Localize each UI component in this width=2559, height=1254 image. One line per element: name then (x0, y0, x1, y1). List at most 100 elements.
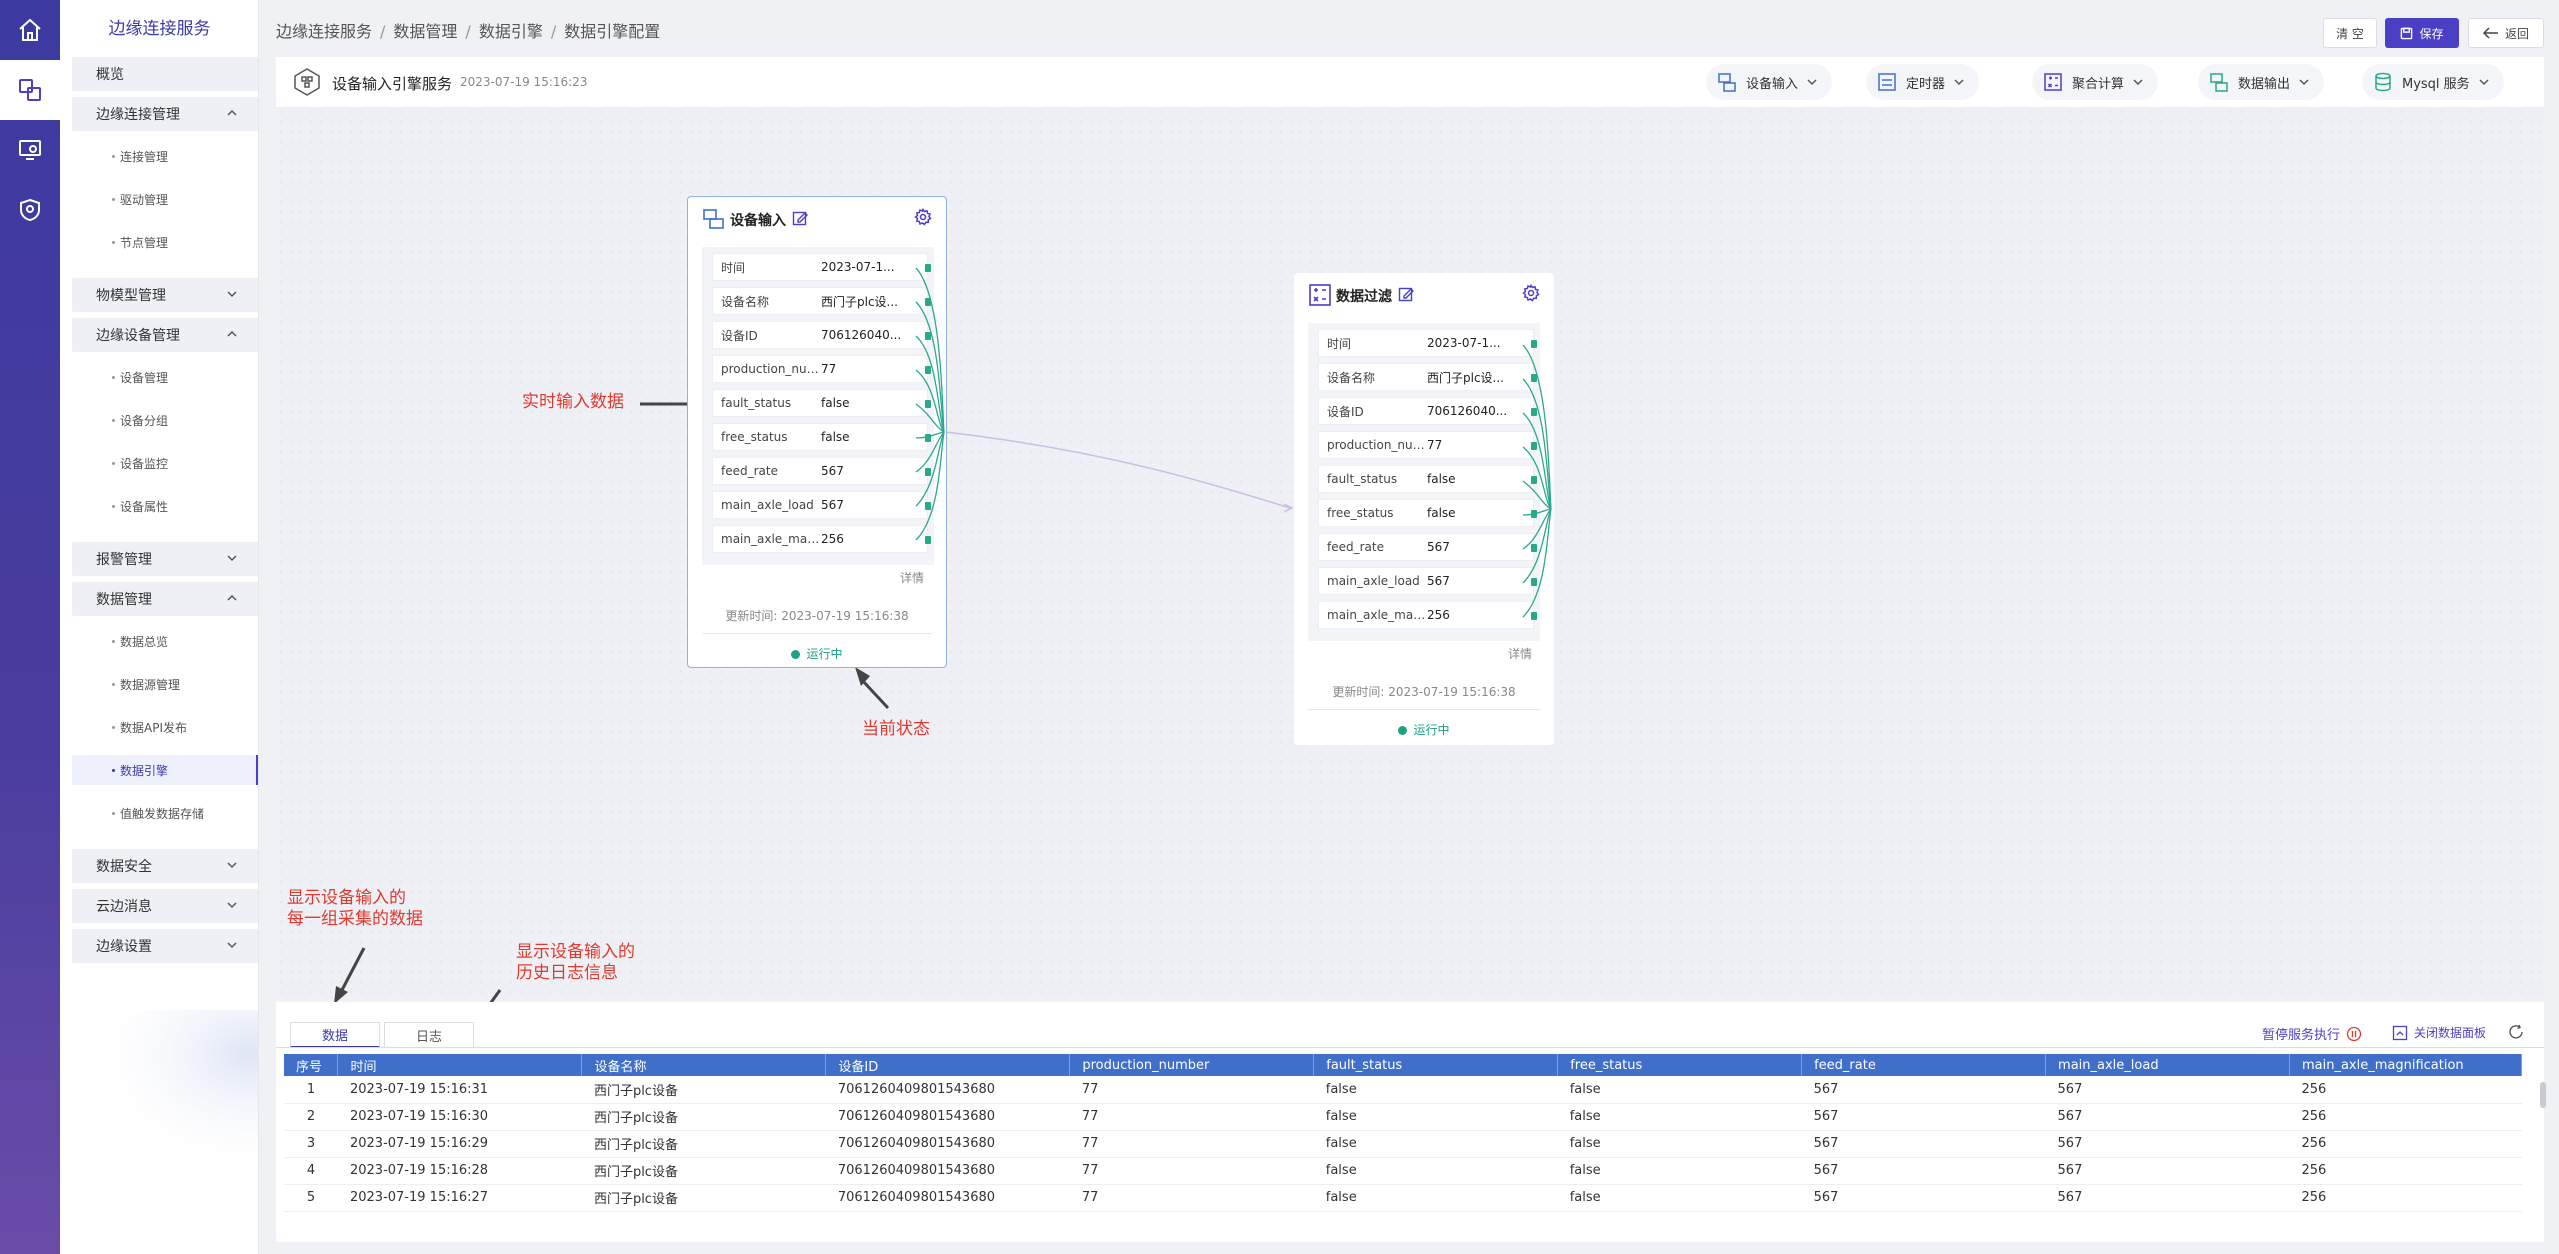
sidebar-group-18[interactable]: 数据安全 (72, 849, 258, 883)
sidebar-group-0[interactable]: 概览 (72, 57, 258, 91)
tab-data[interactable]: 数据 (290, 1022, 380, 1048)
output-port[interactable] (1531, 374, 1537, 382)
field-row[interactable]: production_number77 (712, 355, 931, 383)
sidebar-item-17[interactable]: 值触发数据存储 (72, 798, 258, 828)
field-row[interactable]: production_number77 (1318, 431, 1537, 459)
output-port[interactable] (925, 400, 931, 408)
output-port[interactable] (1531, 408, 1537, 416)
detail-link[interactable]: 详情 (1507, 647, 1532, 661)
output-port[interactable] (1531, 612, 1537, 620)
sidebar-group-6[interactable]: 边缘设备管理 (72, 318, 258, 352)
mysql-service-dropdown[interactable]: Mysql 服务 (2362, 64, 2504, 100)
column-header[interactable]: free_status (1557, 1054, 1803, 1076)
aggregate-dropdown[interactable]: 聚合计算 (2032, 64, 2159, 100)
timer-dropdown[interactable]: 定时器 (1866, 64, 1980, 100)
sidebar-group-5[interactable]: 物模型管理 (72, 278, 258, 312)
edit-icon[interactable] (1398, 286, 1414, 302)
gear-icon[interactable] (914, 208, 932, 226)
sidebar-group-11[interactable]: 报警管理 (72, 542, 258, 576)
column-header[interactable]: main_axle_magnification (2289, 1054, 2523, 1076)
column-header[interactable]: feed_rate (1801, 1054, 2047, 1076)
output-port[interactable] (1531, 578, 1537, 586)
output-port[interactable] (925, 366, 931, 374)
column-header[interactable]: 时间 (337, 1054, 583, 1076)
shield-icon[interactable] (0, 180, 60, 240)
output-port[interactable] (925, 502, 931, 510)
output-port[interactable] (925, 536, 931, 544)
breadcrumb-item[interactable]: 边缘连接服务 (276, 22, 373, 41)
output-port[interactable] (1531, 544, 1537, 552)
device-input-dropdown[interactable]: 设备输入 (1706, 64, 1833, 100)
column-header[interactable]: production_number (1069, 1054, 1315, 1076)
output-port[interactable] (925, 298, 931, 306)
output-port[interactable] (1531, 442, 1537, 450)
sidebar-group-1[interactable]: 边缘连接管理 (72, 97, 258, 131)
edit-icon[interactable] (792, 210, 808, 226)
field-row[interactable]: 设备名称西门子plc设... (1318, 363, 1537, 391)
home-icon[interactable] (0, 0, 60, 60)
output-port[interactable] (1531, 340, 1537, 348)
connection-icon[interactable] (0, 60, 60, 120)
table-scrollbar[interactable] (2540, 1082, 2546, 1108)
close-panel-button[interactable]: 关闭数据面板 (2392, 1024, 2486, 1041)
data-output-dropdown[interactable]: 数据输出 (2198, 64, 2325, 100)
sidebar-item-7[interactable]: 设备管理 (72, 362, 258, 392)
column-header[interactable]: 序号 (284, 1054, 339, 1076)
gear-icon[interactable] (1522, 284, 1540, 302)
sidebar-item-4[interactable]: 节点管理 (72, 227, 258, 257)
sidebar-group-20[interactable]: 边缘设置 (72, 929, 258, 963)
output-port[interactable] (1531, 476, 1537, 484)
monitor-icon[interactable] (0, 120, 60, 180)
sidebar-item-16[interactable]: 数据引擎 (72, 755, 258, 785)
output-port[interactable] (925, 264, 931, 272)
flow-canvas[interactable] (276, 107, 2544, 997)
sidebar-item-13[interactable]: 数据总览 (72, 626, 258, 656)
field-row[interactable]: main_axle_magnif...256 (1318, 601, 1537, 629)
sidebar-item-2[interactable]: 连接管理 (72, 141, 258, 171)
sidebar-group-12[interactable]: 数据管理 (72, 582, 258, 616)
breadcrumb-item[interactable]: 数据引擎 (478, 22, 543, 41)
sidebar-item-9[interactable]: 设备监控 (72, 448, 258, 478)
output-port[interactable] (1531, 510, 1537, 518)
column-header[interactable]: main_axle_load (2045, 1054, 2290, 1076)
output-port[interactable] (925, 468, 931, 476)
sidebar-item-14[interactable]: 数据源管理 (72, 669, 258, 699)
detail-link[interactable]: 详情 (899, 571, 924, 585)
sidebar-item-3[interactable]: 驱动管理 (72, 184, 258, 214)
clear-button[interactable]: 清 空 (2323, 18, 2377, 48)
back-button[interactable]: 返回 (2468, 18, 2544, 48)
breadcrumb-item[interactable]: 数据管理 (393, 22, 458, 41)
sidebar-item-8[interactable]: 设备分组 (72, 405, 258, 435)
output-port[interactable] (925, 434, 931, 442)
pause-service-button[interactable]: 暂停服务执行 (2262, 1024, 2362, 1043)
field-row[interactable]: main_axle_magnif...256 (712, 525, 931, 553)
save-button[interactable]: 保存 (2385, 18, 2459, 48)
sidebar-item-10[interactable]: 设备属性 (72, 491, 258, 521)
column-header[interactable]: 设备ID (825, 1054, 1071, 1076)
refresh-button[interactable] (2508, 1024, 2524, 1040)
field-row[interactable]: 设备名称西门子plc设... (712, 287, 931, 315)
output-port[interactable] (925, 332, 931, 340)
sidebar-item-15[interactable]: 数据API发布 (72, 712, 258, 742)
column-header[interactable]: fault_status (1313, 1054, 1559, 1076)
tab-log[interactable]: 日志 (384, 1022, 474, 1048)
